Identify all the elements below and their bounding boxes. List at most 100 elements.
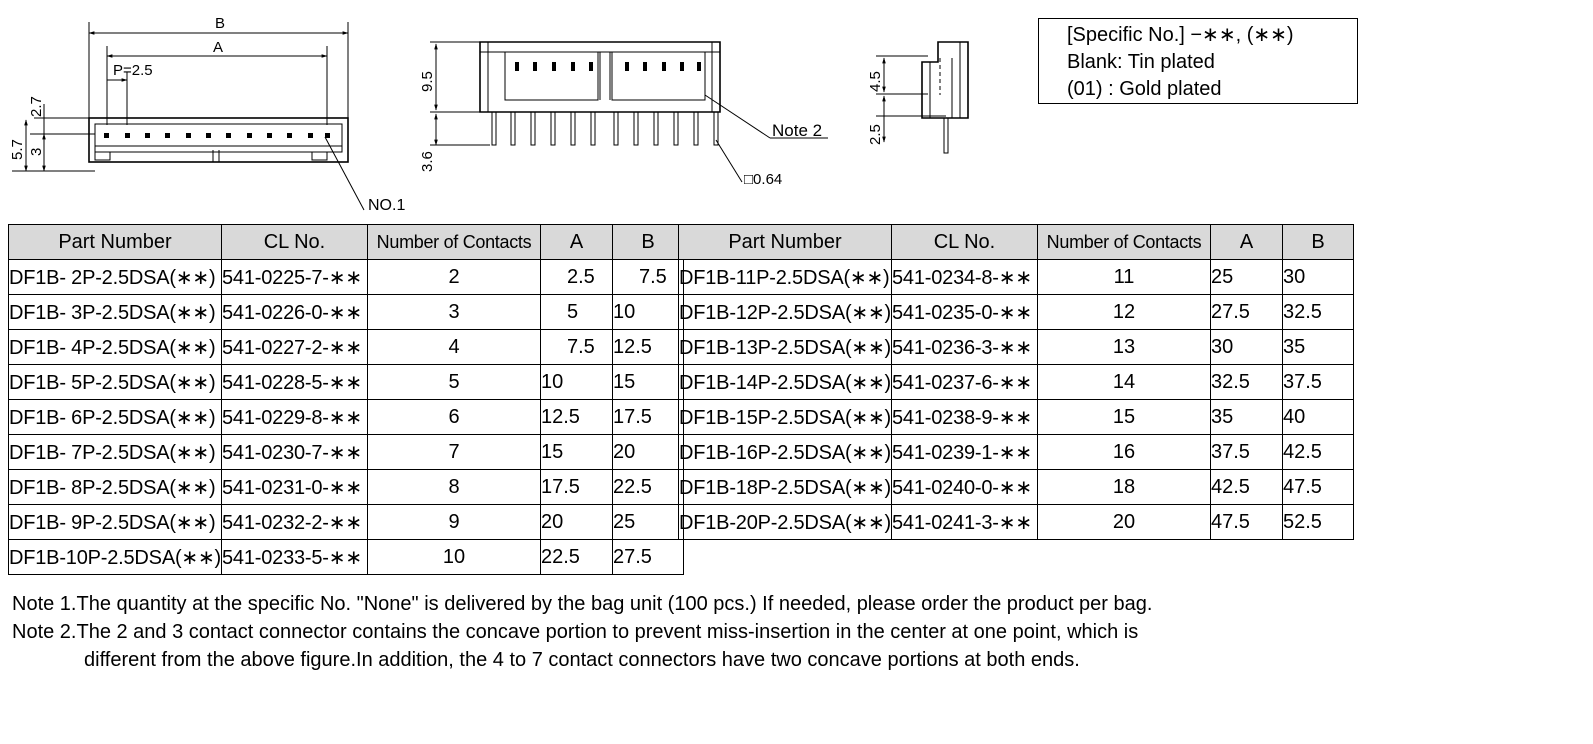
- note-2: Note 2.The 2 and 3 contact connector con…: [12, 621, 1139, 643]
- contacts-cell: 3: [367, 294, 541, 330]
- dim-b-cell: 52.5: [1282, 504, 1354, 540]
- contacts-cell: 11: [1037, 259, 1211, 295]
- dim-a-cell: 32.5: [1210, 364, 1283, 400]
- header-cl-no: CL No.: [221, 224, 368, 260]
- dim-b-cell: 7.5: [612, 259, 684, 295]
- front-view: [430, 41, 828, 183]
- dim-a-cell: 30: [1210, 329, 1283, 365]
- contacts-cell: 10: [367, 539, 541, 575]
- part-number-cell: DF1B- 8P-2.5DSA(∗∗): [8, 469, 222, 505]
- dim-a-cell: 20: [540, 504, 613, 540]
- notes-section: Note 1.The quantity at the specific No. …: [12, 590, 1152, 674]
- part-number-cell: DF1B-18P-2.5DSA(∗∗): [678, 469, 892, 505]
- table-header-row: Part Number CL No. Number of Contacts A …: [8, 224, 684, 260]
- dim-a-cell: 42.5: [1210, 469, 1283, 505]
- cl-no-cell: 541-0234-8-∗∗: [891, 259, 1038, 295]
- dim-a-cell: 17.5: [540, 469, 613, 505]
- part-number-cell: DF1B-15P-2.5DSA(∗∗): [678, 399, 892, 435]
- contacts-cell: 8: [367, 469, 541, 505]
- dim-b-cell: 10: [612, 294, 684, 330]
- part-number-cell: DF1B-16P-2.5DSA(∗∗): [678, 434, 892, 470]
- table-header-row: Part Number CL No. Number of Contacts A …: [678, 224, 1354, 260]
- part-number-cell: DF1B- 6P-2.5DSA(∗∗): [8, 399, 222, 435]
- tin-plated-line: Blank: Tin plated: [1067, 51, 1215, 73]
- no1-label: NO.1: [368, 197, 405, 214]
- cl-no-cell: 541-0226-0-∗∗: [221, 294, 368, 330]
- dim-a-cell: 37.5: [1210, 434, 1283, 470]
- cl-no-cell: 541-0237-6-∗∗: [891, 364, 1038, 400]
- dim-a-cell: 35: [1210, 399, 1283, 435]
- dim-a-cell: 2.5: [540, 259, 613, 295]
- header-contacts: Number of Contacts: [367, 224, 541, 260]
- dim-57-label: 5.7: [9, 139, 26, 160]
- cl-no-cell: 541-0232-2-∗∗: [221, 504, 368, 540]
- dim-b-cell: 20: [612, 434, 684, 470]
- dim-36-label: 3.6: [419, 151, 436, 172]
- cl-no-cell: 541-0225-7-∗∗: [221, 259, 368, 295]
- contacts-cell: 14: [1037, 364, 1211, 400]
- contacts-cell: 12: [1037, 294, 1211, 330]
- part-number-cell: DF1B- 2P-2.5DSA(∗∗): [8, 259, 222, 295]
- top-view-pins: [104, 133, 330, 138]
- contacts-cell: 7: [367, 434, 541, 470]
- cl-no-cell: 541-0239-1-∗∗: [891, 434, 1038, 470]
- contacts-cell: 5: [367, 364, 541, 400]
- header-b: B: [1282, 224, 1354, 260]
- dim-3-label: 3: [28, 148, 45, 156]
- dim-b-cell: 35: [1282, 329, 1354, 365]
- cl-no-cell: 541-0235-0-∗∗: [891, 294, 1038, 330]
- dim-a-cell: 12.5: [540, 399, 613, 435]
- part-number-cell: DF1B-11P-2.5DSA(∗∗): [678, 259, 892, 295]
- contacts-cell: 15: [1037, 399, 1211, 435]
- note-2-continuation: different from the above figure.In addit…: [84, 649, 1080, 671]
- connector-drawing: B A P=2.5 5.7 2.7 3 NO.1 9.5 3.6 Note 2 …: [9, 15, 969, 214]
- part-number-cell: DF1B-20P-2.5DSA(∗∗): [678, 504, 892, 540]
- dim-45-label: 4.5: [867, 71, 884, 92]
- note-1: Note 1.The quantity at the specific No. …: [12, 593, 1153, 615]
- dim-a-cell: 27.5: [1210, 294, 1283, 330]
- dim-b-cell: 32.5: [1282, 294, 1354, 330]
- header-b: B: [612, 224, 684, 260]
- dim-b-cell: 15: [612, 364, 684, 400]
- part-number-cell: DF1B-12P-2.5DSA(∗∗): [678, 294, 892, 330]
- part-number-cell: DF1B- 4P-2.5DSA(∗∗): [8, 329, 222, 365]
- contacts-cell: 18: [1037, 469, 1211, 505]
- contacts-cell: 4: [367, 329, 541, 365]
- header-part-number: Part Number: [678, 224, 892, 260]
- dim-b-label: B: [215, 15, 225, 32]
- part-number-cell: DF1B- 7P-2.5DSA(∗∗): [8, 434, 222, 470]
- contacts-cell: 20: [1037, 504, 1211, 540]
- gold-plated-line: (01) : Gold plated: [1067, 78, 1222, 100]
- side-view: [876, 41, 969, 154]
- cl-no-cell: 541-0229-8-∗∗: [221, 399, 368, 435]
- cl-no-cell: 541-0240-0-∗∗: [891, 469, 1038, 505]
- cl-no-cell: 541-0233-5-∗∗: [221, 539, 368, 575]
- dim-a-cell: 5: [540, 294, 613, 330]
- header-a: A: [1210, 224, 1283, 260]
- dim-95-label: 9.5: [419, 71, 436, 92]
- dim-pitch-label: P=2.5: [113, 62, 153, 79]
- contacts-cell: 6: [367, 399, 541, 435]
- header-contacts: Number of Contacts: [1037, 224, 1211, 260]
- dim-27-label: 2.7: [28, 96, 45, 117]
- contacts-cell: 9: [367, 504, 541, 540]
- part-number-cell: DF1B-14P-2.5DSA(∗∗): [678, 364, 892, 400]
- cl-no-cell: 541-0238-9-∗∗: [891, 399, 1038, 435]
- dim-a-cell: 15: [540, 434, 613, 470]
- dim-b-cell: 37.5: [1282, 364, 1354, 400]
- cl-no-cell: 541-0227-2-∗∗: [221, 329, 368, 365]
- dim-25-label: 2.5: [867, 124, 884, 145]
- header-cl-no: CL No.: [891, 224, 1038, 260]
